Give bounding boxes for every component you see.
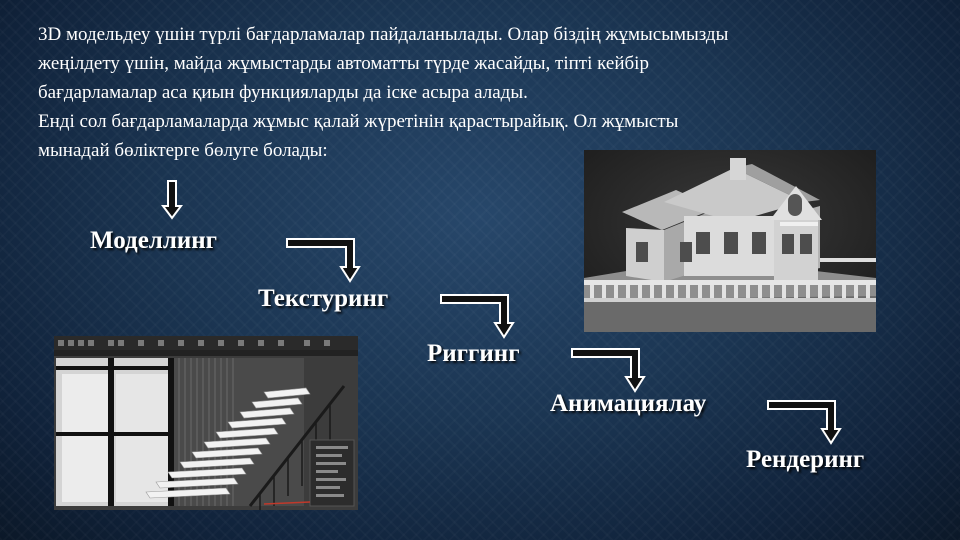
stairs-viewport-image <box>54 336 358 510</box>
step-rendering: Рендеринг <box>746 446 865 473</box>
step-animation: Анимациялау <box>550 390 707 417</box>
step-modeling: Моделлинг <box>90 227 218 254</box>
step-rigging: Риггинг <box>427 340 520 367</box>
elbow-arrow-icon-4 <box>767 400 842 445</box>
intro-line-3: бағдарламалар аса қиын функцияларды да і… <box>38 82 528 103</box>
elbow-arrow-icon-3 <box>571 348 646 393</box>
intro-line-4: Енді сол бағдарламаларда жұмыс қалай жүр… <box>38 111 679 132</box>
intro-line-1: 3D модельдеу үшін түрлі бағдарламалар па… <box>38 24 729 45</box>
intro-line-2: жеңілдету үшін, майда жұмыстарды автомат… <box>38 53 649 74</box>
elbow-arrow-icon-1 <box>286 238 361 283</box>
house-render-image <box>584 150 876 332</box>
intro-text: 3D модельдеу үшін түрлі бағдарламалар па… <box>38 20 938 165</box>
start-down-arrow-icon <box>161 180 183 220</box>
step-texturing: Текстуринг <box>258 285 389 312</box>
elbow-arrow-icon-2 <box>440 294 515 339</box>
intro-line-5: мынадай бөліктерге бөлуге болады: <box>38 140 328 161</box>
